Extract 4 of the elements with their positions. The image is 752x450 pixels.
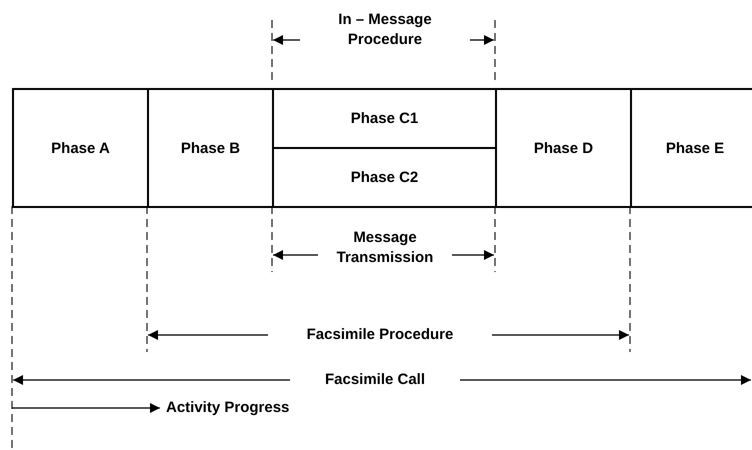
phase-box: Phase D xyxy=(495,88,632,208)
phase-box: Phase B xyxy=(147,88,274,208)
phase-box: Phase E xyxy=(630,88,752,208)
phase-box: Phase A xyxy=(12,88,149,208)
